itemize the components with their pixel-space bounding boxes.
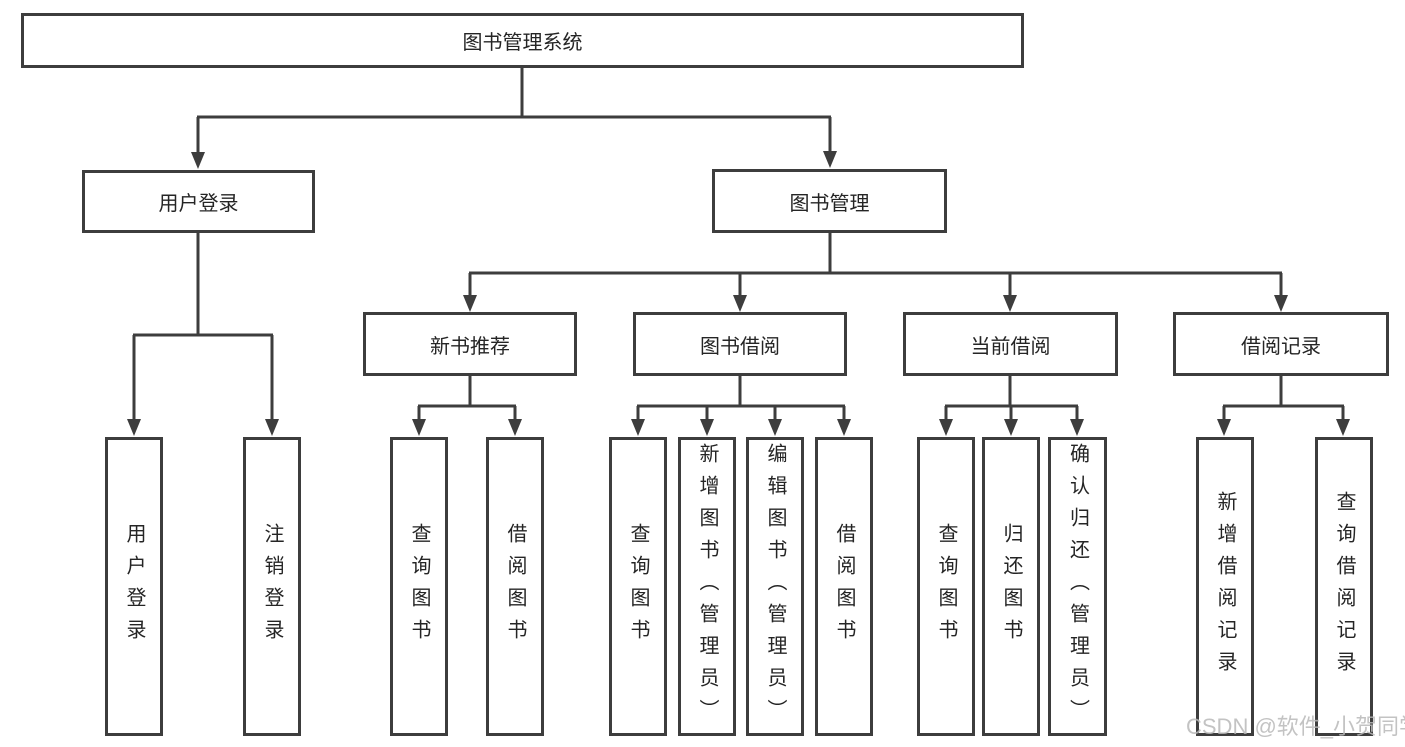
node-query-books-current: 查询图书	[917, 437, 975, 736]
node-label: 注销登录	[261, 522, 283, 651]
node-label: 新增借阅记录	[1214, 490, 1236, 683]
node-label: 查询借阅记录	[1333, 490, 1355, 683]
node-add-book-admin: 新增图书（管理员）	[678, 437, 736, 736]
node-label: 借阅记录	[1241, 335, 1321, 358]
node-borrow-books-recommend: 借阅图书	[486, 437, 544, 736]
node-label: 当前借阅	[970, 335, 1051, 358]
node-label: 用户登录	[158, 193, 239, 215]
node-current-borrowing: 当前借阅	[903, 312, 1118, 376]
node-library-management-system: 图书管理系统	[21, 13, 1024, 68]
node-user-login-branch: 用户登录	[82, 170, 315, 233]
node-label: 借阅图书	[504, 522, 526, 651]
node-edit-book-admin: 编辑图书（管理员）	[746, 437, 804, 736]
node-label: 新增图书（管理员）	[696, 442, 718, 731]
node-return-books: 归还图书	[982, 437, 1040, 736]
node-label: 借阅图书	[833, 522, 855, 651]
node-book-borrowing: 图书借阅	[633, 312, 847, 376]
node-label: 归还图书	[1000, 522, 1022, 651]
node-query-books-recommend: 查询图书	[390, 437, 448, 736]
node-label: 图书管理	[789, 192, 870, 215]
node-query-borrow-record: 查询借阅记录	[1315, 437, 1373, 736]
node-label: 查询图书	[935, 522, 957, 651]
node-borrow-books: 借阅图书	[815, 437, 873, 736]
node-user-login: 用户登录	[105, 437, 163, 736]
node-query-books-borrowing: 查询图书	[609, 437, 667, 736]
node-label: 图书管理系统	[462, 32, 583, 54]
node-label: 新书推荐	[430, 335, 510, 358]
node-label: 查询图书	[408, 522, 430, 651]
node-label: 确认归还（管理员）	[1066, 442, 1089, 731]
node-label: 图书借阅	[700, 335, 780, 358]
node-label: 编辑图书（管理员）	[764, 442, 786, 731]
node-add-borrow-record: 新增借阅记录	[1196, 437, 1254, 736]
csdn-watermark: CSDN @软件_小贺同学	[1186, 714, 1405, 739]
node-label: 用户登录	[123, 522, 145, 651]
node-new-book-recommendation: 新书推荐	[363, 312, 577, 376]
node-book-management: 图书管理	[712, 169, 947, 233]
node-confirm-return-admin: 确认归还（管理员）	[1048, 437, 1107, 736]
node-borrowing-records: 借阅记录	[1173, 312, 1389, 376]
node-logout: 注销登录	[243, 437, 301, 736]
node-label: 查询图书	[627, 522, 649, 651]
